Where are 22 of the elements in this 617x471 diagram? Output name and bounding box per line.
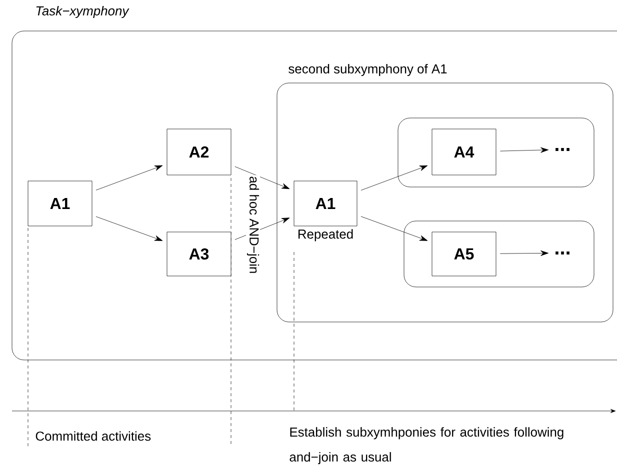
arrow	[500, 147, 549, 153]
arrow	[360, 216, 428, 241]
continuation-dots: ...	[556, 252, 570, 254]
activity-box: A3	[166, 232, 232, 276]
activity-box: A5	[432, 232, 496, 276]
activity-box: A1	[28, 180, 92, 226]
arrow	[96, 216, 163, 241]
activity-box: A1	[294, 180, 358, 226]
phase-label: Establish subxymhponies for activities following and−join as usual	[290, 427, 564, 464]
activity-box: A4	[432, 128, 496, 176]
arrow	[96, 165, 163, 190]
arrow	[360, 165, 428, 190]
arrow	[500, 250, 549, 256]
node-label: second subxymphony of A1	[288, 64, 447, 76]
group-box	[398, 118, 594, 188]
node-caption: Repeated	[298, 229, 353, 242]
continuation-dots: ...	[556, 148, 570, 151]
activity-box: A2	[166, 128, 232, 176]
group-box	[404, 220, 594, 288]
side-label: ad hoc AND−join	[246, 175, 260, 275]
arrow	[234, 166, 290, 190]
phase-label: Committed activities	[36, 431, 151, 441]
